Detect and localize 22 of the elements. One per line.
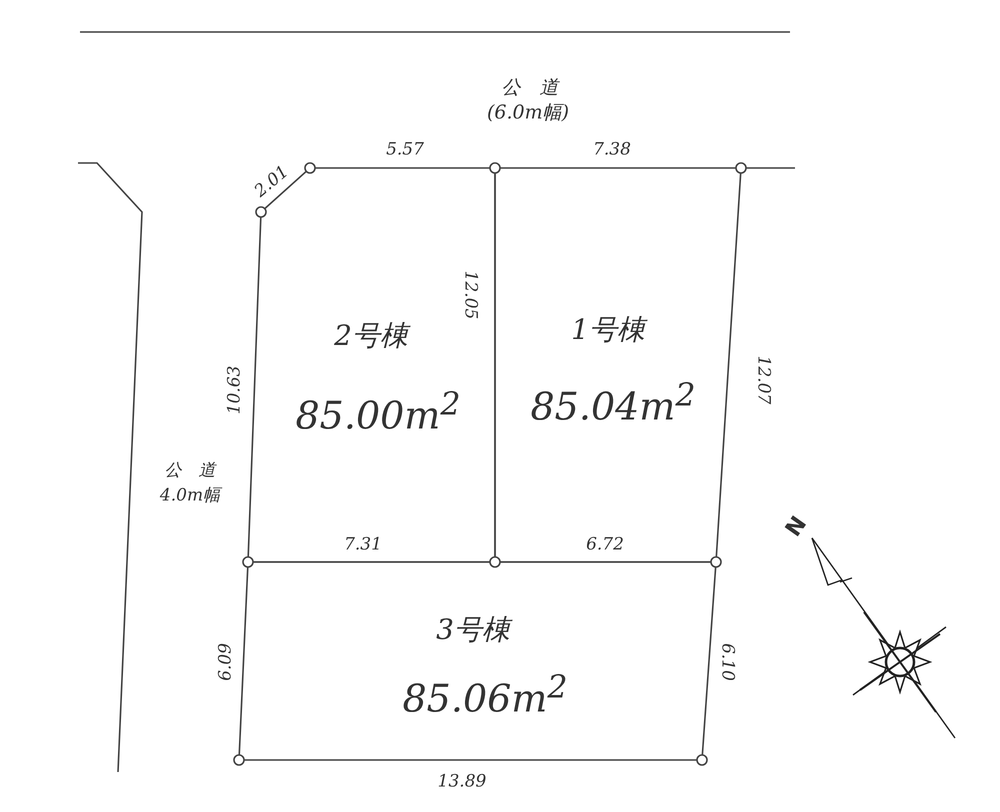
lot-name: 2号棟	[334, 322, 408, 350]
lot-name: 1号棟	[571, 316, 645, 344]
dimension-label: 7.38	[593, 142, 631, 158]
lot-area: 85.00m$^{2}$	[296, 390, 460, 434]
dimension-label: 6.10	[718, 643, 736, 681]
road-width-label: (6.0m幅)	[486, 104, 570, 122]
dimension-label: 10.63	[226, 366, 244, 414]
road-width-label: 4.0m幅	[160, 488, 220, 504]
dimension-label: 13.89	[438, 774, 486, 790]
lot-area: 85.06m$^{2}$	[402, 672, 568, 718]
dimension-label: 7.31	[344, 536, 382, 554]
road-label: 公 道	[164, 462, 216, 480]
dimension-label: 6.09	[218, 643, 234, 681]
dimension-label: 5.57	[386, 142, 424, 158]
road-label: 公 道	[502, 78, 558, 98]
lot-name: 3号棟	[436, 616, 510, 644]
lot-parcel	[239, 562, 716, 760]
lot-area: 85.04m$^{2}$	[530, 380, 696, 426]
dimension-label: 6.72	[586, 536, 624, 554]
dimension-label: 12.07	[754, 356, 772, 404]
north-label: N	[782, 513, 812, 541]
dimension-label: 12.05	[462, 270, 478, 320]
